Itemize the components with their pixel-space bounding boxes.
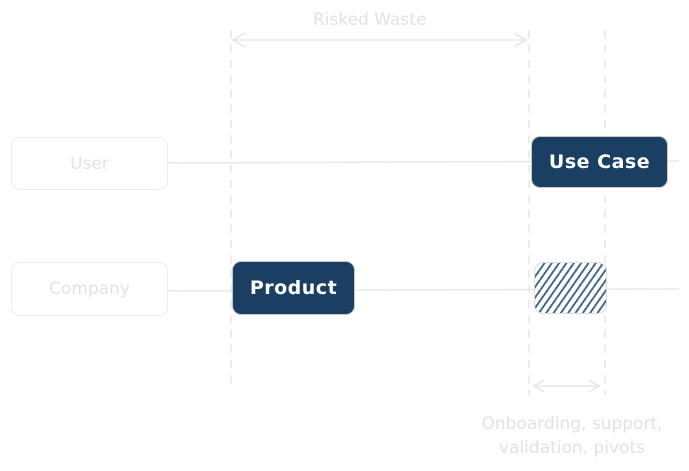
user-label: User bbox=[70, 153, 109, 174]
hatched-gap-box bbox=[534, 262, 607, 314]
company-label: Company bbox=[49, 279, 130, 299]
risked-waste-arrow bbox=[231, 32, 528, 48]
product-box: Product bbox=[232, 261, 355, 315]
risked-waste-label: Risked Waste bbox=[313, 10, 427, 30]
company-box: Company bbox=[11, 262, 168, 316]
use-case-label: Use Case bbox=[548, 151, 651, 173]
caption-line-1: Onboarding, support, bbox=[481, 414, 663, 434]
onboarding-arrow bbox=[532, 379, 601, 393]
product-label: Product bbox=[249, 277, 338, 299]
caption-line-2: validation, pivots bbox=[498, 438, 645, 458]
use-case-box: Use Case bbox=[531, 136, 668, 188]
onboarding-caption: Onboarding, support, validation, pivots bbox=[466, 412, 678, 460]
user-box: User bbox=[11, 137, 168, 190]
